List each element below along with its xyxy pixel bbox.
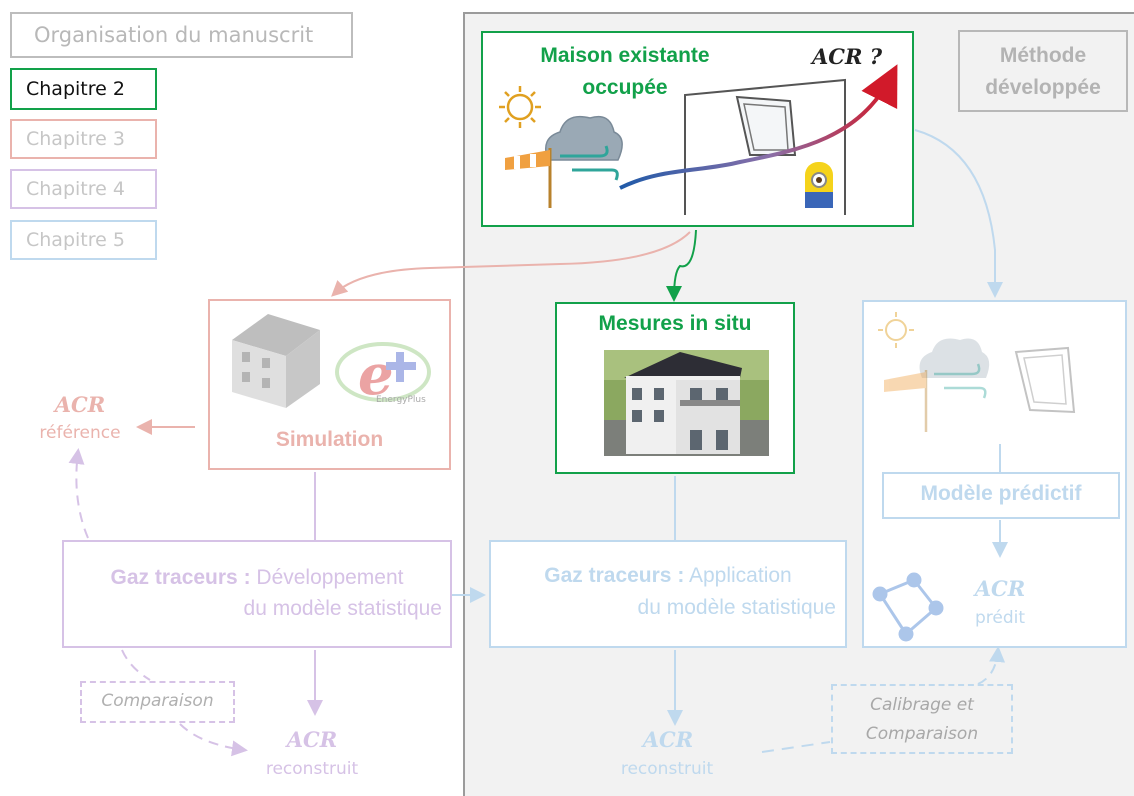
gaz-dev-line1: Gaz traceurs : Développement	[62, 566, 452, 590]
gaz-dev-line2: du modèle statistique	[243, 597, 442, 620]
wind-icon-faded	[934, 363, 987, 399]
method-label-line2: développée	[985, 76, 1101, 99]
legend-chapitre-3: Chapitre 3	[10, 119, 157, 159]
acr-reference-sub: référence	[39, 423, 121, 443]
legend-chapitre-4: Chapitre 4	[10, 169, 157, 209]
window-icon	[735, 95, 797, 156]
acr-reconstruit-mid-label: ACR	[642, 727, 694, 752]
svg-text:e: e	[358, 342, 394, 408]
cloud-icon	[545, 115, 623, 161]
acr-trend-arrow	[619, 64, 898, 190]
dashed-gazdev-to-reference	[68, 448, 89, 539]
house-photo	[604, 350, 769, 456]
acr-predit-sub: prédit	[974, 608, 1026, 628]
dashed-gazdev-to-comparaison	[121, 649, 151, 681]
window-icon-faded	[1014, 346, 1076, 414]
legend-chapitre-5: Chapitre 5	[10, 220, 157, 260]
calibrage-line2: Comparaison	[865, 724, 979, 744]
calibrage-box	[831, 684, 1013, 754]
network-icon	[872, 572, 944, 642]
legend-chapitre-2: Chapitre 2	[10, 68, 157, 110]
house-title-line2: occupée	[582, 76, 668, 99]
comparaison-box	[80, 681, 235, 723]
comparaison-label: Comparaison	[101, 691, 214, 711]
method-label-box: Méthode développée	[958, 30, 1128, 112]
dashed-reconstruit-to-calibrage	[761, 741, 831, 753]
wind-icon	[560, 145, 619, 181]
cloud-icon-faded	[919, 338, 990, 378]
mesures-title: Mesures in situ	[598, 312, 752, 335]
gaz-app-bold: Gaz traceurs :	[544, 564, 685, 587]
windsock-icon-faded	[884, 370, 928, 432]
arrow-house-to-predictive	[914, 129, 1003, 298]
energyplus-text: EnergyPlus	[376, 395, 426, 405]
energyplus-logo: e EnergyPlus	[335, 342, 431, 408]
gaz-app-box	[489, 540, 847, 648]
acr-reconstruit-mid-sub: reconstruit	[620, 759, 714, 779]
windsock-icon	[505, 148, 552, 208]
modele-predictif-title: Modèle prédictif	[920, 482, 1082, 505]
gaz-dev-rest: Développement	[250, 566, 404, 589]
house-title-line1: Maison existante	[540, 44, 710, 67]
modele-predictif-box	[882, 472, 1120, 519]
arrow-house-to-simulation	[331, 231, 691, 297]
legend-title: Organisation du manuscrit	[10, 12, 353, 58]
gaz-dev-bold: Gaz traceurs :	[110, 566, 251, 589]
acr-reconstruit-left-sub: reconstruit	[265, 759, 359, 779]
sun-icon-faded	[878, 312, 914, 348]
arrow-house-to-mesures	[666, 229, 697, 302]
building-3d-icon	[232, 314, 320, 408]
minion-icon	[805, 162, 833, 208]
calibrage-line1: Calibrage et	[870, 695, 974, 715]
gaz-dev-box	[62, 540, 452, 648]
gaz-app-rest: Application	[684, 564, 792, 587]
dashed-calibrage-to-predit	[977, 646, 1006, 685]
acr-reference-label: ACR	[54, 392, 106, 417]
acr-reconstruit-left-label: ACR	[286, 727, 338, 752]
method-label-line1: Méthode	[999, 44, 1087, 67]
house-frame-icon	[684, 78, 846, 215]
acr-predit-label: ACR	[974, 576, 1026, 601]
simulation-title: Simulation	[275, 428, 384, 451]
gaz-app-line1: Gaz traceurs : Application	[489, 564, 847, 588]
dashed-comparaison-to-reconstruit	[179, 723, 248, 757]
gaz-app-line2: du modèle statistique	[637, 596, 836, 619]
sun-icon	[499, 86, 541, 128]
